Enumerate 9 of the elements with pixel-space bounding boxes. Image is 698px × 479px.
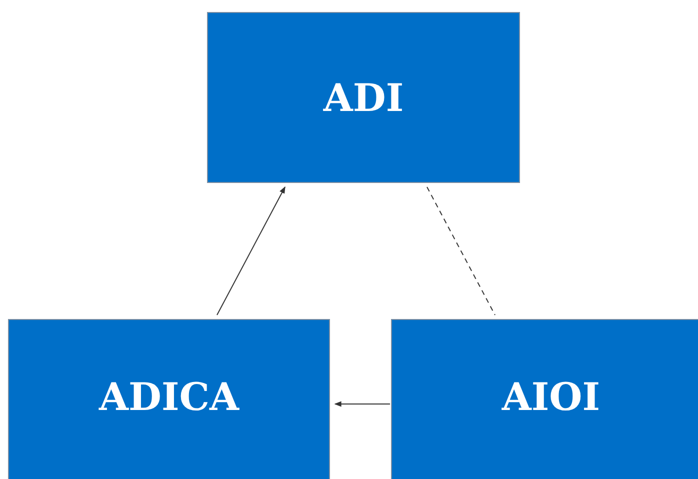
process-box (207, 12, 520, 183)
arrow (334, 401, 390, 407)
process-box (391, 319, 698, 479)
dashed-connector (426, 186, 496, 316)
arrow (216, 186, 286, 316)
box-label: ADI (323, 75, 404, 120)
box-label: AIOI (502, 374, 600, 419)
box-label: ADICA (99, 374, 239, 419)
process-box (8, 319, 330, 479)
